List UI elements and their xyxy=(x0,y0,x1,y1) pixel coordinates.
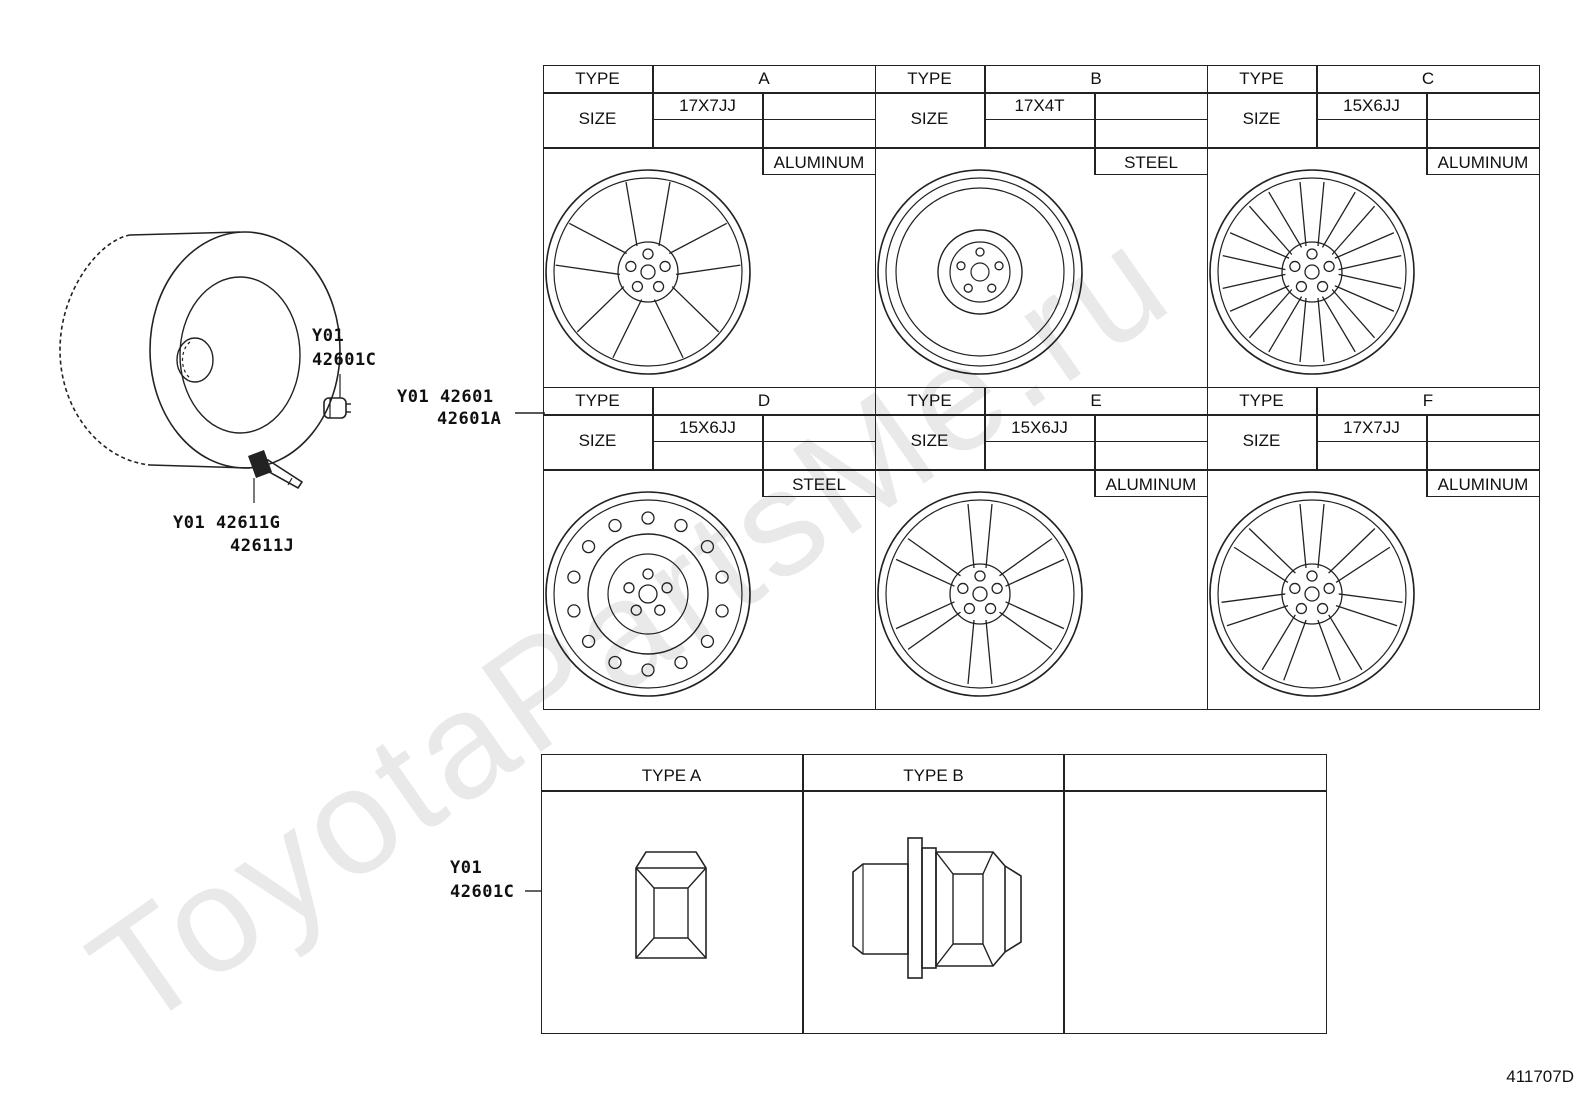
5-spoke-alloy-icon xyxy=(545,169,751,375)
steel-wheel-icon xyxy=(545,491,751,697)
nut-type-b-icon xyxy=(852,837,1022,979)
wheel-size: 17X7JJ xyxy=(1343,418,1400,437)
diagram-id: 411707D xyxy=(1506,1067,1574,1086)
type-label: TYPE xyxy=(1239,69,1284,88)
wheel-type-letter: B xyxy=(1090,69,1102,88)
wheel-material: STEEL xyxy=(792,475,846,494)
valve-callout-line2: 42611J xyxy=(230,536,295,556)
wheel-size: 15X6JJ xyxy=(1011,418,1068,437)
size-label: SIZE xyxy=(578,431,617,450)
wheel-type-letter: A xyxy=(758,69,770,88)
tire-icon xyxy=(59,231,341,469)
wheel-type-letter: C xyxy=(1421,69,1435,88)
wheel-material: STEEL xyxy=(1124,153,1178,172)
nut-callout-line1: Y01 xyxy=(450,858,483,878)
wheel-size: 17X4T xyxy=(1014,96,1065,115)
type-label: TYPE xyxy=(907,391,952,410)
size-label: SIZE xyxy=(910,109,949,128)
wheel-size: 15X6JJ xyxy=(1343,96,1400,115)
nut-type-a-icon xyxy=(635,851,707,959)
valve-stem-icon xyxy=(248,450,304,503)
nut-header-type-a: TYPE A xyxy=(641,766,702,785)
type-label: TYPE xyxy=(575,391,620,410)
wheel-size: 15X6JJ xyxy=(679,418,736,437)
7-spoke-alloy-icon xyxy=(1209,491,1415,697)
size-label: SIZE xyxy=(1242,109,1281,128)
wheel-callout-line1: Y01 42601 xyxy=(397,387,494,407)
valve-cap-callout-line2: 42601C xyxy=(312,350,377,370)
wheel-material: ALUMINUM xyxy=(1437,153,1529,172)
size-label: SIZE xyxy=(578,109,617,128)
nut-callout-line2: 42601C xyxy=(450,882,515,902)
nut-header-type-b: TYPE B xyxy=(903,766,964,785)
nut-type-table xyxy=(541,754,1327,1034)
split-spoke-alloy-icon xyxy=(877,491,1083,697)
wheel-callout-line2: 42601A xyxy=(437,409,502,429)
wheel-size: 17X7JJ xyxy=(679,96,736,115)
valve-cap-callout-line1: Y01 xyxy=(312,326,345,346)
size-label: SIZE xyxy=(910,431,949,450)
wheel-material: ALUMINUM xyxy=(773,153,865,172)
wheel-type-letter: F xyxy=(1422,391,1434,410)
wheel-material: ALUMINUM xyxy=(1105,475,1197,494)
wheel-cell xyxy=(1207,387,1540,710)
wheel-material: ALUMINUM xyxy=(1437,475,1529,494)
type-label: TYPE xyxy=(575,69,620,88)
valve-callout-line1: Y01 42611G xyxy=(173,513,281,533)
size-label: SIZE xyxy=(1242,431,1281,450)
wheel-leader-line xyxy=(515,412,545,414)
10-spoke-alloy-icon xyxy=(1209,169,1415,375)
type-label: TYPE xyxy=(1239,391,1284,410)
wheel-type-letter: D xyxy=(757,391,771,410)
type-label: TYPE xyxy=(907,69,952,88)
valve-cap-icon xyxy=(323,374,351,419)
spare-steel-wheel-icon xyxy=(877,169,1083,375)
nut-leader-line xyxy=(525,890,541,892)
wheel-type-letter: E xyxy=(1090,391,1102,410)
